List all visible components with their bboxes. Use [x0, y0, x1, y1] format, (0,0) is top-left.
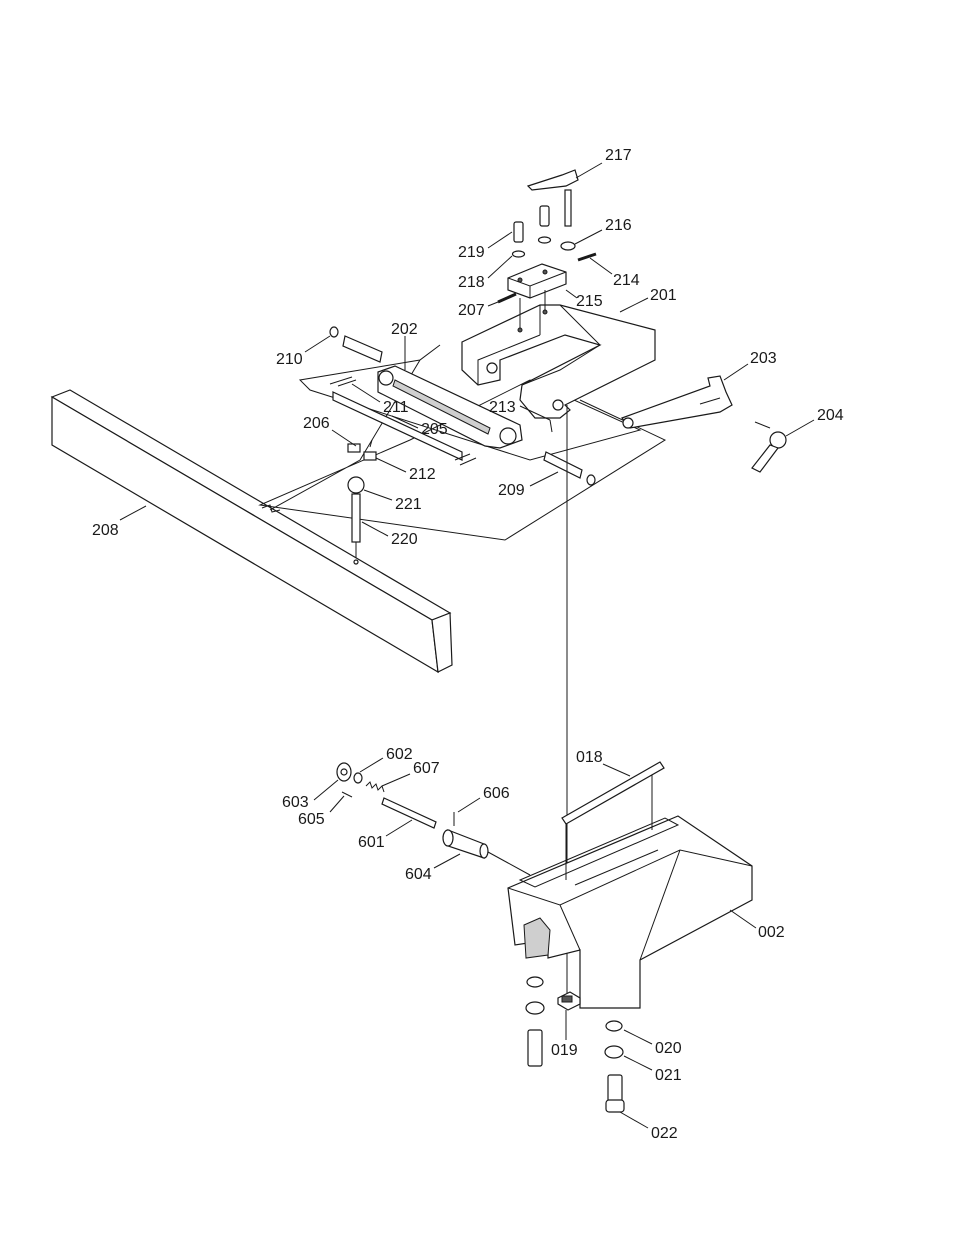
label-022: 022 — [651, 1125, 678, 1142]
label-210: 210 — [276, 351, 303, 368]
bolt-022 — [605, 1074, 625, 1113]
label-020: 020 — [655, 1040, 682, 1057]
nut-019 — [557, 991, 581, 1011]
label-220: 220 — [391, 531, 418, 548]
label-021: 021 — [655, 1067, 682, 1084]
link-arm-202 — [377, 365, 523, 449]
pin-214 — [577, 252, 597, 262]
lever-217 — [526, 169, 579, 227]
base-002 — [507, 815, 753, 1009]
leader-lines — [119, 162, 815, 1129]
washer-020 — [605, 1020, 623, 1032]
label-217: 217 — [605, 147, 632, 164]
pin-213 — [549, 419, 553, 433]
screw-219-right — [537, 205, 552, 244]
label-604: 604 — [405, 866, 432, 883]
label-018: 018 — [576, 749, 603, 766]
label-212: 212 — [409, 466, 436, 483]
rule-018 — [561, 761, 665, 880]
label-602: 602 — [386, 746, 413, 763]
bolt-stack-left — [525, 976, 545, 1067]
washer-216 — [560, 241, 576, 251]
label-603: 603 — [282, 794, 309, 811]
label-209: 209 — [498, 482, 525, 499]
shaft-210 — [329, 326, 383, 363]
knob-603 — [336, 762, 352, 782]
lever-204 — [751, 421, 787, 473]
alignment-plane — [258, 344, 667, 541]
label-606: 606 — [483, 785, 510, 802]
label-208: 208 — [92, 522, 119, 539]
label-215: 215 — [576, 293, 603, 310]
label-214: 214 — [613, 272, 640, 289]
label-002: 002 — [758, 924, 785, 941]
shaft-601 — [381, 797, 437, 829]
label-201: 201 — [650, 287, 677, 304]
washer-021 — [604, 1045, 624, 1059]
label-207: 207 — [458, 302, 485, 319]
label-605: 605 — [298, 811, 325, 828]
label-219: 219 — [458, 244, 485, 261]
block-206 — [347, 439, 377, 461]
fence-bar-208 — [50, 389, 453, 674]
label-213: 213 — [489, 399, 516, 416]
label-204: 204 — [817, 407, 844, 424]
handle-203 — [621, 375, 733, 429]
spring-607 — [365, 781, 385, 793]
screw-211 — [329, 376, 357, 387]
label-601: 601 — [358, 834, 385, 851]
label-221: 221 — [395, 496, 422, 513]
collar-604 — [442, 829, 489, 859]
clamp-block-218 — [507, 263, 567, 333]
post-220 — [347, 476, 365, 565]
shaft-209 — [543, 451, 596, 486]
label-211: 211 — [383, 399, 409, 416]
label-205: 205 — [421, 421, 448, 438]
label-019: 019 — [551, 1042, 578, 1059]
label-607: 607 — [413, 760, 440, 777]
rod-205 — [332, 391, 463, 461]
label-206: 206 — [303, 415, 330, 432]
screw-212 — [454, 453, 477, 466]
label-202: 202 — [391, 321, 418, 338]
screw-219-left — [511, 221, 526, 258]
label-218: 218 — [458, 274, 485, 291]
pin-605 — [341, 791, 353, 798]
label-203: 203 — [750, 350, 777, 367]
washer-602 — [353, 772, 363, 784]
label-216: 216 — [605, 217, 632, 234]
